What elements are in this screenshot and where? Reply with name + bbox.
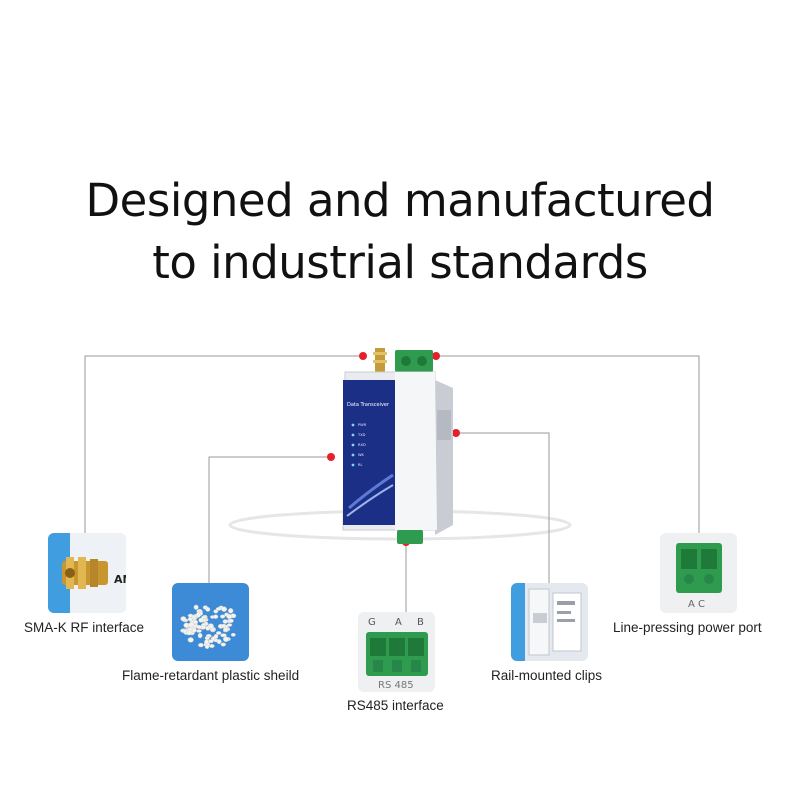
led-label: TXD (357, 433, 366, 437)
rs485-thumb-text: RS 485 (378, 680, 414, 691)
rs485-pin-label: A (395, 617, 402, 628)
led-label: RL (358, 463, 363, 467)
front-panel (343, 380, 395, 525)
led-label: PWR (358, 423, 367, 427)
power-thumb-text: A C (688, 599, 705, 610)
pellets-icon (180, 604, 237, 649)
rs485-terminal-icon (366, 632, 428, 676)
power-terminal-thumbnail: A C (660, 533, 737, 613)
power-terminal-icon (676, 543, 722, 593)
headline: Designed and manufactured to industrial … (0, 170, 800, 294)
marker-power (432, 352, 440, 360)
device-label: Data Transceiver (347, 402, 390, 408)
caption-sma: SMA-K RF interface (24, 620, 145, 635)
headline-line-2: to industrial standards (152, 236, 648, 289)
led-label: WK (358, 453, 365, 457)
caption-power: Line-pressing power port (613, 620, 762, 635)
callout-line-sma (84, 355, 363, 535)
bottom-rs485-terminal-icon (397, 530, 423, 544)
caption-rail: Rail-mounted clips (491, 668, 603, 683)
rs485-pin-label: B (417, 617, 424, 628)
marker-sma (359, 352, 367, 360)
sma-connector-icon (62, 557, 108, 589)
sma-thumb-text: AN (114, 573, 126, 586)
data-transceiver-device: Data Transceiver PWR TXD RXD WK RL (342, 348, 453, 544)
marker-plastic (327, 453, 335, 461)
rs485-terminal-thumbnail: G A B RS 485 (358, 612, 435, 692)
led-label: RXD (358, 443, 366, 447)
rs485-pin-label: G (368, 617, 376, 628)
top-power-terminal-icon (395, 350, 433, 372)
headline-line-1: Designed and manufactured (85, 174, 715, 227)
callout-line-plastic (208, 456, 331, 585)
led-txd-icon (351, 433, 355, 437)
led-wk-icon (351, 453, 355, 457)
callout-line-power (436, 355, 700, 535)
rail-clip-icon (528, 588, 582, 656)
rail-clip-thumbnail (511, 583, 588, 661)
led-rl-icon (351, 463, 355, 467)
sma-connector-thumbnail: AN (48, 533, 126, 613)
callout-line-rail (456, 432, 550, 585)
led-rxd-icon (351, 443, 355, 447)
marker-rail (452, 429, 460, 437)
caption-plastic: Flame-retardant plastic sheild (122, 668, 300, 683)
caption-rs485: RS485 interface (347, 698, 444, 713)
led-pwr-icon (351, 423, 355, 427)
plastic-pellets-thumbnail (172, 583, 249, 661)
